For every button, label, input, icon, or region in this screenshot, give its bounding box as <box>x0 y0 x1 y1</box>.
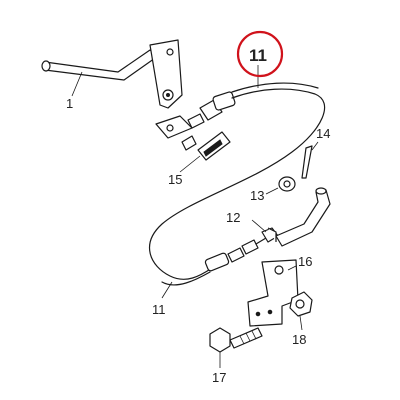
part-clevis-upper <box>155 91 236 139</box>
part-16-bracket <box>247 259 299 327</box>
callout-17: 17 <box>212 370 226 385</box>
callout-1: 1 <box>66 96 73 111</box>
part-lever-arm-right <box>275 187 331 247</box>
leader-1 <box>71 71 83 97</box>
leader-18 <box>299 315 303 331</box>
callout-12: 12 <box>226 210 240 225</box>
callout-14: 14 <box>316 126 330 141</box>
callout-18: 18 <box>292 332 306 347</box>
callout-13: 13 <box>250 188 264 203</box>
callout-15: 15 <box>168 172 182 187</box>
part-12-nut <box>261 227 279 243</box>
leader-13 <box>265 187 279 195</box>
leader-14 <box>311 141 319 151</box>
leader-16 <box>287 265 297 271</box>
highlight-ring-11 <box>236 30 284 78</box>
leader-11-bottom <box>161 281 173 299</box>
callout-11-bottom: 11 <box>152 302 166 317</box>
callout-16: 16 <box>298 254 312 269</box>
part-1-lever <box>41 39 183 109</box>
part-13-washer <box>278 176 296 192</box>
part-15-clip <box>181 131 231 161</box>
part-14-pin <box>301 145 313 179</box>
leader-12 <box>251 219 267 233</box>
part-cable-lower-end <box>204 237 267 272</box>
part-17-bolt <box>209 327 263 353</box>
leader-15 <box>179 155 201 173</box>
part-11-cable <box>149 82 326 286</box>
part-18-nut <box>289 291 313 317</box>
callout-11-top: 11 <box>249 46 267 65</box>
